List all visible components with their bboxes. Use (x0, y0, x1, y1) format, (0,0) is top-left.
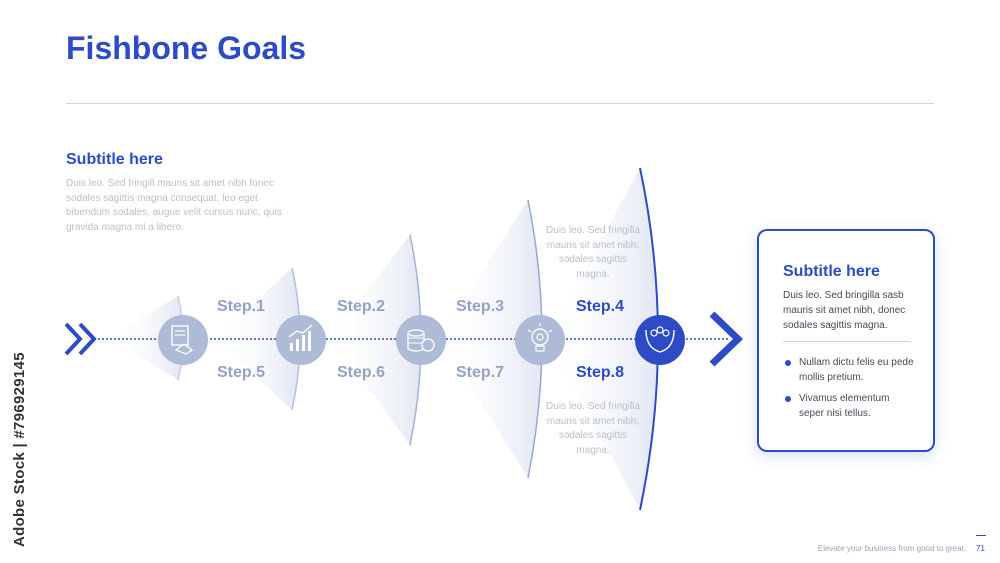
step-label-1: Step.1 (217, 298, 266, 315)
card-bullet-2: Vivamus elementum seper nisi tellus. (785, 391, 915, 421)
step-label-6: Step.6 (337, 364, 386, 381)
summary-card: Subtitle here Duis leo. Sed bringilla sa… (757, 229, 935, 452)
head-chevron-icon (709, 311, 744, 367)
left-paragraph: Duis leo. Sed fringill mauris sit amet n… (66, 178, 282, 233)
step-label-8: Step.8 (576, 364, 625, 381)
bone-fan-3 (330, 235, 421, 445)
step-label-7: Step.7 (456, 364, 505, 381)
bone-fan-2 (215, 268, 300, 410)
page-number: 71 (976, 544, 985, 553)
card-title: Subtitle here (783, 263, 880, 280)
page-number-bar (976, 535, 986, 536)
left-subtitle: Subtitle here (66, 151, 163, 168)
hands-team-icon (635, 315, 685, 365)
bullet-dot-icon (785, 396, 791, 402)
tail-chevron-icon (64, 322, 83, 356)
tail-chevron-icon-2 (78, 322, 97, 356)
card-bullet-text-2: Vivamus elementum seper nisi tellus. (799, 393, 890, 419)
card-bullet-text-1: Nullam dictu felis eu pede mollis pretiu… (799, 357, 914, 383)
step-top-description: Duis leo. Sed fringilla mauris sit amet … (546, 225, 640, 280)
step-label-4: Step.4 (576, 298, 625, 315)
footer-tagline: Elevate your business from good to great… (817, 544, 966, 553)
step-bottom-description: Duis leo. Sed fringilla mauris sit amet … (546, 401, 640, 456)
bone-fan-1 (110, 296, 183, 380)
growth-chart-icon (276, 315, 326, 365)
bullet-dot-icon (785, 360, 791, 366)
page-title: Fishbone Goals (66, 30, 307, 66)
document-handshake-icon (158, 315, 208, 365)
step-label-3: Step.3 (456, 298, 505, 315)
card-divider (783, 341, 911, 342)
card-bullet-1: Nullam dictu felis eu pede mollis pretiu… (785, 355, 915, 385)
lightbulb-gear-icon (515, 315, 565, 365)
side-watermark-text: Adobe Stock | #796929145 (11, 352, 28, 547)
step-label-5: Step.5 (217, 364, 266, 381)
card-body: Duis leo. Sed bringilla sasb mauris sit … (783, 290, 906, 331)
step-label-2: Step.2 (337, 298, 386, 315)
coins-icon (396, 315, 446, 365)
title-divider (66, 103, 934, 104)
